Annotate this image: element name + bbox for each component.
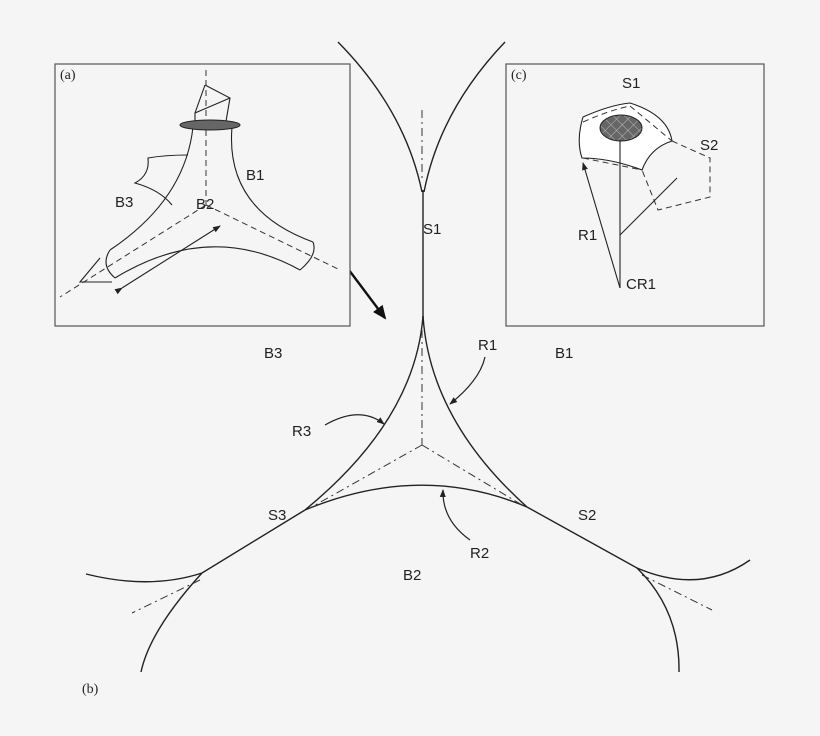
label-c-s2: S2	[700, 137, 718, 154]
label-b1: B1	[555, 345, 573, 362]
label-b2: B2	[403, 567, 421, 584]
label-c-s1: S1	[622, 75, 640, 92]
label-s2: S2	[578, 507, 596, 524]
panel-b-label: (b)	[82, 682, 99, 697]
r1-curve	[422, 315, 528, 508]
panel-a-label: (a)	[60, 68, 76, 83]
bottom-right-outer-arc	[636, 559, 751, 581]
r2-curve	[304, 484, 528, 511]
panel-c-label: (c)	[511, 68, 527, 83]
label-a-b1: B1	[246, 167, 264, 184]
label-c-cr1: CR1	[626, 276, 656, 293]
bottom-left-outer-arc	[85, 572, 203, 583]
label-b3: B3	[264, 345, 282, 362]
panel-a: (a) B3 B2 B1	[54, 63, 351, 327]
label-a-b3: B3	[115, 194, 133, 211]
label-r1: R1	[478, 337, 497, 354]
bottom-right-inner-arc	[636, 567, 680, 673]
top-left-arc	[337, 41, 423, 193]
double-arrow	[114, 225, 221, 295]
s3-segment	[201, 509, 306, 574]
r3-callout-arrow	[324, 414, 385, 426]
panel-b-axes	[131, 110, 713, 614]
callout-arrows	[324, 356, 486, 541]
bottom-left-inner-arc	[140, 572, 203, 673]
hatched-region	[599, 114, 643, 142]
r3-curve	[304, 315, 424, 511]
panel-a-frame	[54, 63, 351, 327]
r1-callout-arrow	[449, 356, 486, 405]
label-r3: R3	[292, 423, 311, 440]
s2-segment	[526, 506, 638, 569]
top-right-arc	[423, 41, 506, 193]
label-r2: R2	[470, 545, 489, 562]
label-s1: S1	[423, 221, 441, 238]
cross-section-ellipse	[179, 119, 241, 131]
r2-callout-arrow	[439, 489, 471, 541]
panel-c: (c) S1 S2 R1 CR1	[505, 63, 765, 327]
label-c-r1: R1	[578, 227, 597, 244]
label-s3: S3	[268, 507, 286, 524]
label-a-b2: B2	[196, 196, 214, 213]
